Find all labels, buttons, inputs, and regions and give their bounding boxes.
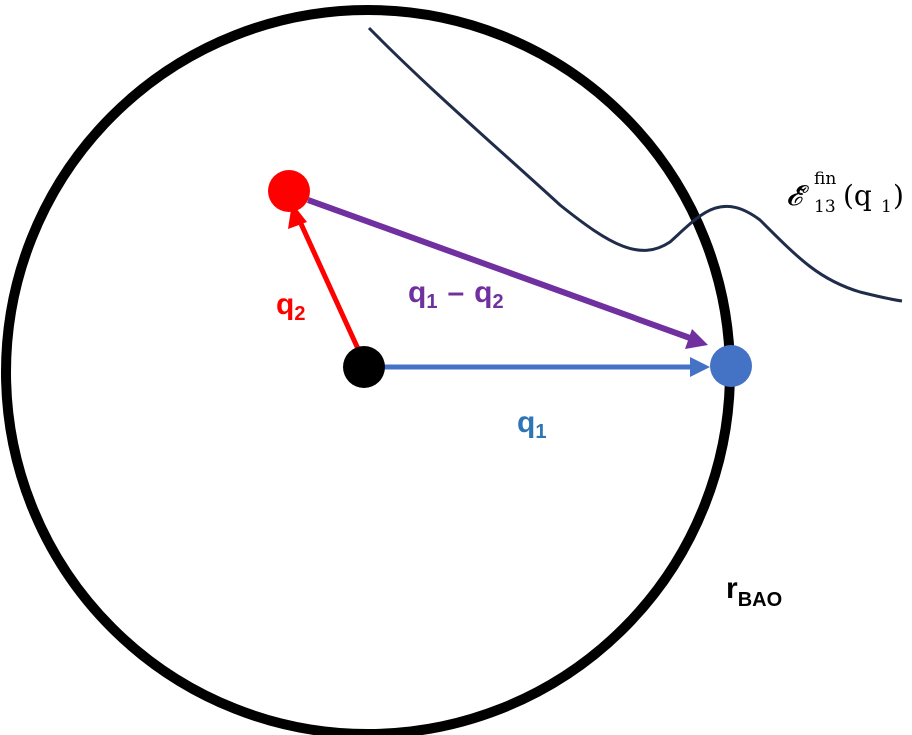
- curve-label-argument-sub: 1: [881, 197, 892, 217]
- origin-point: [343, 346, 385, 388]
- label-qdiff-q1-sub: 1: [426, 291, 437, 313]
- label-q2-sub: 2: [294, 303, 305, 325]
- q1-arrowhead: [690, 357, 710, 377]
- curve-label-symbol: 𝓔̃: [786, 179, 810, 212]
- curve-label-argument: (q: [843, 179, 872, 212]
- label-qdiff-q2-main: q: [474, 276, 492, 309]
- label-q2-main: q: [276, 288, 294, 321]
- curve-label-superscript: fin: [814, 169, 836, 189]
- label-qdiff-q2-sub: 2: [492, 291, 503, 313]
- label-q1-main: q: [517, 406, 535, 439]
- label-r-bao-sub: BAO: [738, 589, 782, 611]
- label-q2: q2: [276, 288, 305, 325]
- label-qdiff-minus: –: [447, 276, 464, 309]
- blue-point: [710, 345, 752, 387]
- label-q1-sub: 1: [535, 421, 546, 443]
- curve-label-close: ): [893, 179, 904, 212]
- label-q1: q1: [517, 406, 546, 443]
- label-qdiff-q1-main: q: [408, 276, 426, 309]
- curve-label-subscript: 13: [814, 197, 836, 217]
- q2-arrow: [294, 213, 367, 364]
- q1-minus-q2-arrow: [306, 197, 692, 341]
- label-r-bao-main: r: [726, 572, 738, 605]
- red-point: [268, 170, 310, 212]
- label-q1-minus-q2: q1–q2: [408, 276, 504, 313]
- e13-curve: [367, 26, 903, 303]
- q1-minus-q2-arrowhead: [685, 329, 708, 349]
- label-r-bao: rBAO: [726, 572, 782, 611]
